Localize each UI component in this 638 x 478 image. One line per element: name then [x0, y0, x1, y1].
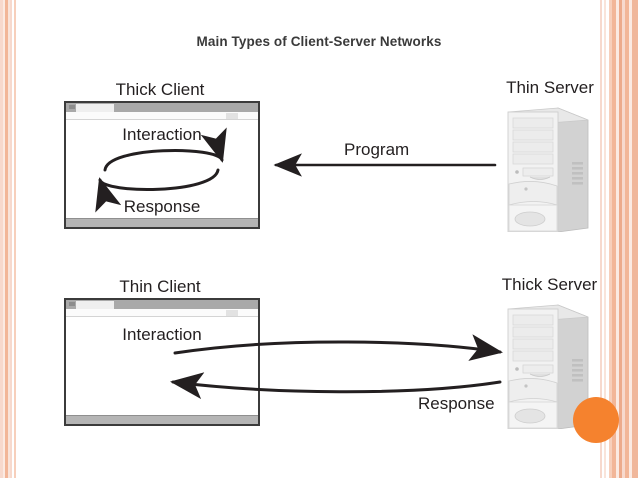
thin-client-label: Thin Client [119, 277, 201, 296]
stripe [8, 0, 10, 478]
stripe [14, 0, 16, 478]
window-control-icon [69, 105, 75, 109]
thin-server-tower [496, 102, 592, 233]
stripe [604, 0, 606, 478]
window-statusbar [66, 218, 258, 227]
interaction-label-bottom: Interaction [122, 325, 202, 344]
address-bar [226, 310, 238, 316]
response-label-top: Response [123, 197, 201, 216]
orange-circle-decoration [573, 397, 619, 443]
server-tower-icon [507, 304, 589, 430]
stripe [629, 0, 632, 478]
window-content-area [66, 318, 258, 414]
response-label-bottom: Response [418, 394, 495, 413]
window-toolbar [66, 112, 258, 120]
stripe [609, 0, 612, 478]
window-titlebar [66, 300, 258, 309]
window-titlebar [66, 103, 258, 112]
stripe [5, 0, 8, 478]
server-tower-icon [507, 107, 589, 233]
stripe [619, 0, 622, 478]
thick-server-label: Thick Server [501, 275, 598, 294]
stripe [625, 0, 629, 478]
stripe [622, 0, 625, 478]
page-title: Main Types of Client-Server Networks [196, 34, 442, 49]
browser-tab [76, 301, 114, 309]
interaction-label-top: Interaction [122, 125, 202, 144]
browser-tab [76, 104, 114, 112]
stripe [632, 0, 638, 478]
stripe [612, 0, 616, 478]
thin-server-label: Thin Server [506, 78, 594, 97]
program-label: Program [344, 140, 410, 159]
stripe [10, 0, 12, 478]
stripe [600, 0, 602, 478]
window-control-icon [69, 302, 75, 306]
stripe [0, 0, 3, 478]
stripe [616, 0, 619, 478]
window-statusbar [66, 415, 258, 424]
thick-server-tower [496, 299, 592, 430]
thick-client-label: Thick Client [115, 80, 205, 99]
address-bar [226, 113, 238, 119]
stripe [3, 0, 5, 478]
thin-client-window [64, 298, 260, 426]
window-toolbar [66, 309, 258, 317]
